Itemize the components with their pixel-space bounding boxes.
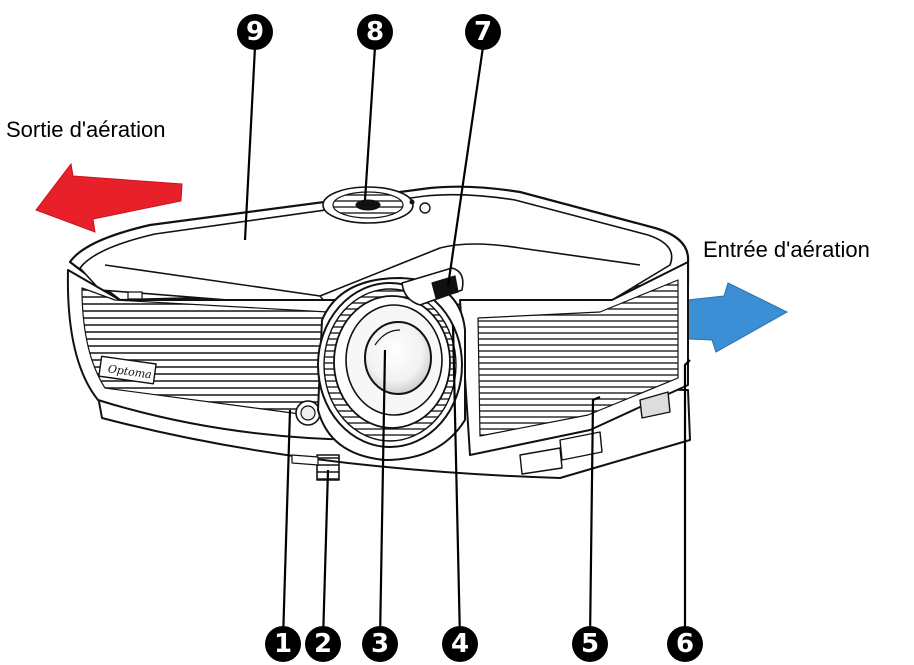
callout-1: 1 xyxy=(265,626,301,662)
svg-text:Optoma: Optoma xyxy=(107,362,152,381)
callout-4: 4 xyxy=(442,626,478,662)
callout-2: 2 xyxy=(305,626,341,662)
callout-5: 5 xyxy=(572,626,608,662)
callout-leaders xyxy=(243,46,691,641)
callout-9: 9 xyxy=(237,14,273,50)
exhaust-label: Sortie d'aération xyxy=(6,117,166,142)
callout-6: 6 xyxy=(667,626,703,662)
intake-label: Entrée d'aération xyxy=(703,237,870,262)
callout-7: 7 xyxy=(465,14,501,50)
callout-3: 3 xyxy=(362,626,398,662)
callout-8: 8 xyxy=(357,14,393,50)
projector-body: Optoma xyxy=(66,185,691,481)
exhaust-arrow xyxy=(35,162,183,233)
